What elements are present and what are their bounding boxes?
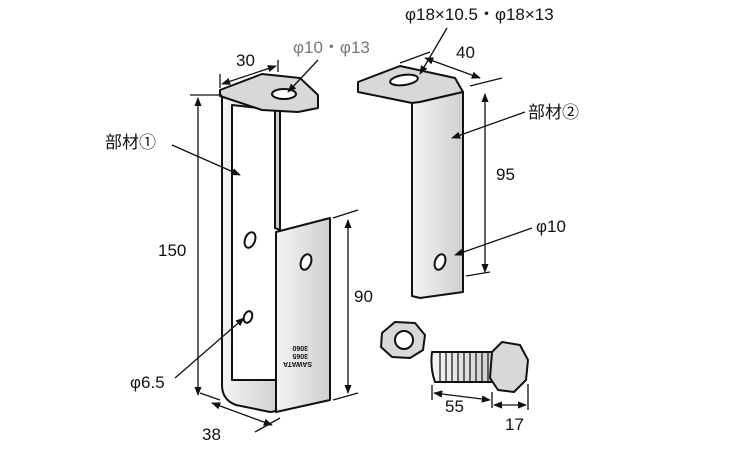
part1-inner-height-label: 90 — [354, 287, 373, 306]
part2-bracket — [357, 65, 464, 299]
part1-width-label: 30 — [236, 51, 255, 70]
part2-width-label: 40 — [456, 43, 475, 62]
bolt-length-label: 55 — [445, 397, 464, 416]
nut — [380, 321, 426, 359]
part2-top-hole-label: φ18×10.5・φ18×13 — [405, 5, 554, 24]
part1-height-label: 150 — [158, 241, 186, 260]
part1-bracket: SAWATA 3065 3060 — [219, 73, 331, 413]
part2-side-hole-label: φ10 — [536, 217, 566, 236]
svg-text:3060: 3060 — [292, 344, 308, 351]
part1-side-hole-label: φ6.5 — [130, 373, 165, 392]
top-hole — [271, 88, 297, 100]
part1-depth-label: 38 — [202, 425, 221, 444]
part2-height-label: 95 — [496, 165, 515, 184]
part1-label: 部材① — [105, 133, 156, 152]
svg-text:3065: 3065 — [292, 352, 308, 359]
stamp: SAWATA 3065 3060 — [283, 344, 312, 367]
bolt — [430, 341, 529, 393]
part1-top-hole-label: φ10・φ13 — [293, 38, 370, 57]
part2-label: 部材② — [528, 103, 579, 122]
svg-text:SAWATA: SAWATA — [283, 360, 312, 367]
bolt-head-label: 17 — [505, 415, 524, 434]
